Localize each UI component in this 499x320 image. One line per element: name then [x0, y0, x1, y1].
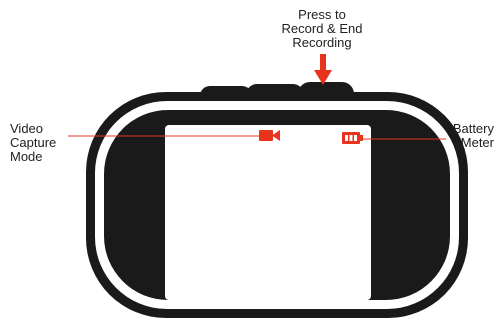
battery-label-line-1: Battery	[452, 121, 494, 136]
video-label-line-3: Mode	[10, 149, 43, 164]
record-label-line-1: Press to	[298, 7, 346, 22]
camera-body	[86, 92, 468, 318]
battery-label-line-2: Meter	[460, 135, 494, 150]
record-label-line-2: Record & End	[281, 21, 363, 36]
video-mode-label: Video Capture Mode	[10, 122, 56, 164]
video-label-line-1: Video	[10, 121, 44, 136]
battery-icon	[342, 132, 363, 144]
record-label-line-3: Recording	[292, 35, 352, 50]
screen	[165, 125, 371, 300]
video-label-line-2: Capture	[10, 135, 57, 150]
battery-meter-label: Battery Meter	[430, 122, 494, 150]
record-button-label: Press to Record & End Recording	[262, 8, 382, 50]
video-camera-icon	[259, 130, 280, 141]
down-arrow-icon	[314, 54, 332, 85]
